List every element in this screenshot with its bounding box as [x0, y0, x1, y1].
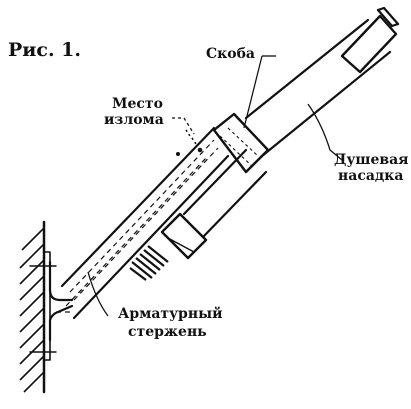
label-break-line2: излома [104, 112, 164, 128]
wall-hatching [19, 227, 45, 393]
break-point [176, 129, 203, 157]
label-nozzle-line2: насадка [338, 168, 403, 184]
label-rod-line2: стержень [128, 324, 207, 340]
mounting-plate [43, 251, 51, 361]
label-bracket: Скоба [206, 46, 255, 62]
figure-title: Рис. 1. [8, 39, 81, 61]
label-rod-line1: Арматурный [118, 305, 223, 322]
label-break-line1: Место [112, 96, 163, 112]
wall [19, 220, 57, 394]
leader-lines [87, 55, 343, 317]
rebar-rod [48, 126, 230, 342]
label-nozzle-line1: Душевая [334, 152, 409, 168]
hose-thread [129, 245, 169, 281]
shower-nozzle [160, 6, 400, 260]
